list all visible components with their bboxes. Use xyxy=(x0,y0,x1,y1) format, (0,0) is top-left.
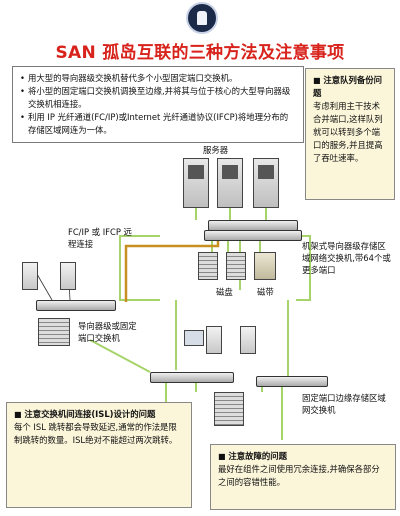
workstation-icon xyxy=(240,326,256,354)
note-body: 最好在组件之间使用冗余连接,并确保各部分之间的容错性能。 xyxy=(218,464,380,487)
edge-switch-icon xyxy=(150,372,234,383)
tape-library-icon xyxy=(254,252,276,280)
intro-item: 利用 IP 光纤通道(FC/IP)或Internet 光纤通道协议(IFCP)将… xyxy=(20,111,296,137)
disk-icon xyxy=(198,252,218,280)
disk-label: 磁盘 xyxy=(216,287,233,297)
note-fault-tolerance: 注意故障的问题 最好在组件之间使用冗余连接,并确保各部分之间的容错性能。 xyxy=(210,444,396,510)
disk-icon xyxy=(226,252,246,280)
server-icon xyxy=(183,158,209,208)
note-body: 考虑利用主干技术合并端口,这样队列就可以转到多个端口的服务,并且提高了吞吐速率。 xyxy=(313,101,383,163)
intro-item: 用大型的导向器级交换机替代多个小型固定端口交换机。 xyxy=(20,72,296,85)
note-title: 注意交换机间连接(ISL)设计的问题 xyxy=(14,408,184,421)
disk-icon xyxy=(38,318,70,346)
note-isl-design: 注意交换机间连接(ISL)设计的问题 每个 ISL 跳转都会导致延迟,通常的作法… xyxy=(6,402,192,508)
note-body: 每个 ISL 跳转都会导致延迟,通常的作法是限制跳转的数量。ISL绝对不能超过两… xyxy=(14,422,178,445)
remote-link-label: FC/IP 或 IFCP 远程连接 xyxy=(68,227,132,249)
workstation-icon xyxy=(206,326,222,354)
note-title: 注意故障的问题 xyxy=(218,450,388,463)
page-title: SAN 孤岛互联的三种方法及注意事项 xyxy=(55,43,345,63)
note-title: 注意队列备份问题 xyxy=(313,74,387,100)
note-queue-backup: 注意队列备份问题 考虑利用主干技术合并端口,这样队列就可以转到多个端口的服务,并… xyxy=(305,68,395,200)
remote-server-icon xyxy=(60,262,76,290)
disk-icon xyxy=(214,392,244,426)
intro-item: 将小型的固定端口交换机调换至边缘,并将其与位于核心的大型导向器级交换机相连接。 xyxy=(20,85,296,111)
director-label: 导向器级或固定端口交换机 xyxy=(78,321,137,343)
workstation-icon xyxy=(184,330,204,346)
server-icon xyxy=(217,158,243,208)
tape-label: 磁带 xyxy=(257,287,274,297)
intro-list: 用大型的导向器级交换机替代多个小型固定端口交换机。 将小型的固定端口交换机调换至… xyxy=(12,66,304,143)
fixed-switch-label: 固定端口边缘存储区域网交换机 xyxy=(302,393,386,415)
edge-switch-icon xyxy=(256,376,328,387)
core-switch-icon xyxy=(204,230,302,241)
rack-switch-label: 机架式导向器级存储区域网络交换机,带64个或更多端口 xyxy=(302,241,391,275)
remote-server-icon xyxy=(22,262,38,290)
edge-switch-icon xyxy=(36,300,116,311)
server-icon xyxy=(253,158,279,208)
servers-label: 服务器 xyxy=(203,145,229,155)
brand-logo xyxy=(186,2,218,34)
